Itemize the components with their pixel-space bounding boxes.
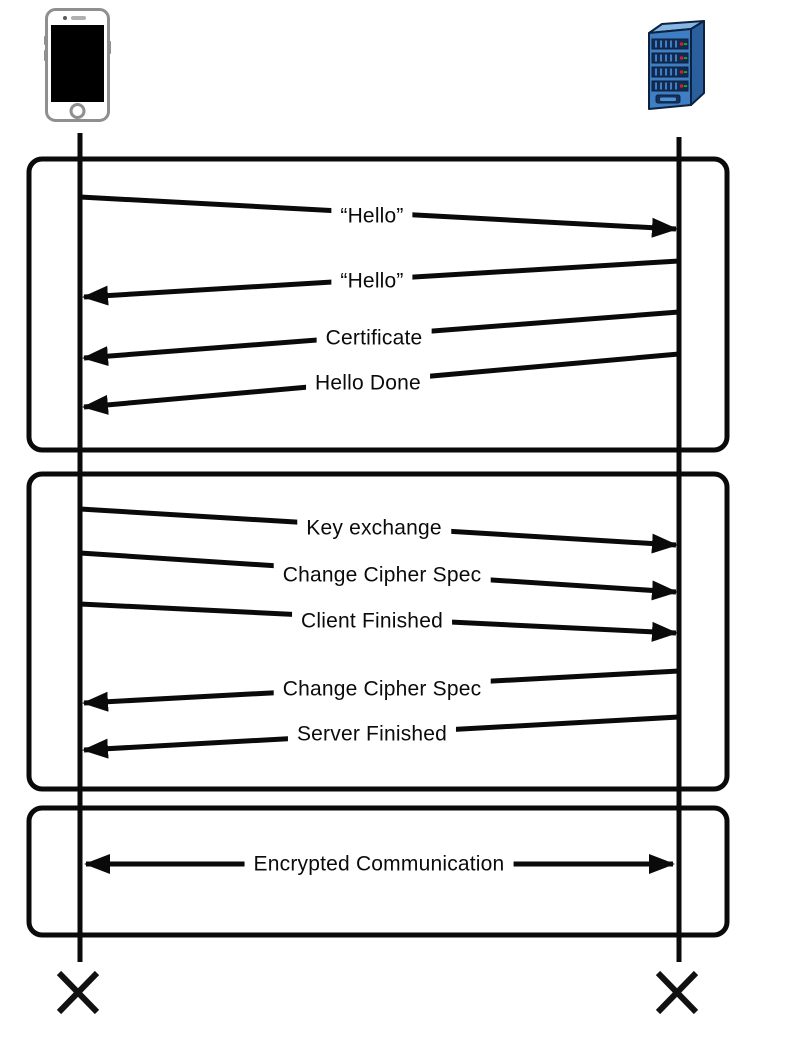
server-icon bbox=[648, 20, 705, 110]
message-label-encrypted-communication: Encrypted Communication bbox=[244, 851, 514, 877]
phase-box-encrypted bbox=[26, 805, 730, 938]
message-label-client-finished: Client Finished bbox=[292, 608, 452, 634]
message-label-server-finished: Server Finished bbox=[287, 721, 457, 747]
message-label-key-exchange: Key exchange bbox=[297, 515, 451, 541]
smartphone-icon bbox=[44, 8, 111, 122]
message-label-client-hello: “Hello” bbox=[331, 203, 413, 229]
message-label-hello-done: Hello Done bbox=[306, 370, 430, 396]
message-label-change-cipher-spec-client: Change Cipher Spec bbox=[273, 562, 491, 588]
message-label-change-cipher-spec-server: Change Cipher Spec bbox=[273, 676, 491, 702]
message-label-server-hello: “Hello” bbox=[331, 268, 413, 294]
message-label-certificate: Certificate bbox=[316, 325, 432, 351]
phase-box-hello bbox=[26, 156, 730, 453]
client-end-x-icon bbox=[56, 970, 100, 1015]
server-drive-bays bbox=[651, 38, 689, 104]
server-end-x-icon bbox=[655, 970, 699, 1015]
phase-box-key-exchange bbox=[26, 471, 730, 792]
server-led-lights bbox=[679, 42, 688, 88]
